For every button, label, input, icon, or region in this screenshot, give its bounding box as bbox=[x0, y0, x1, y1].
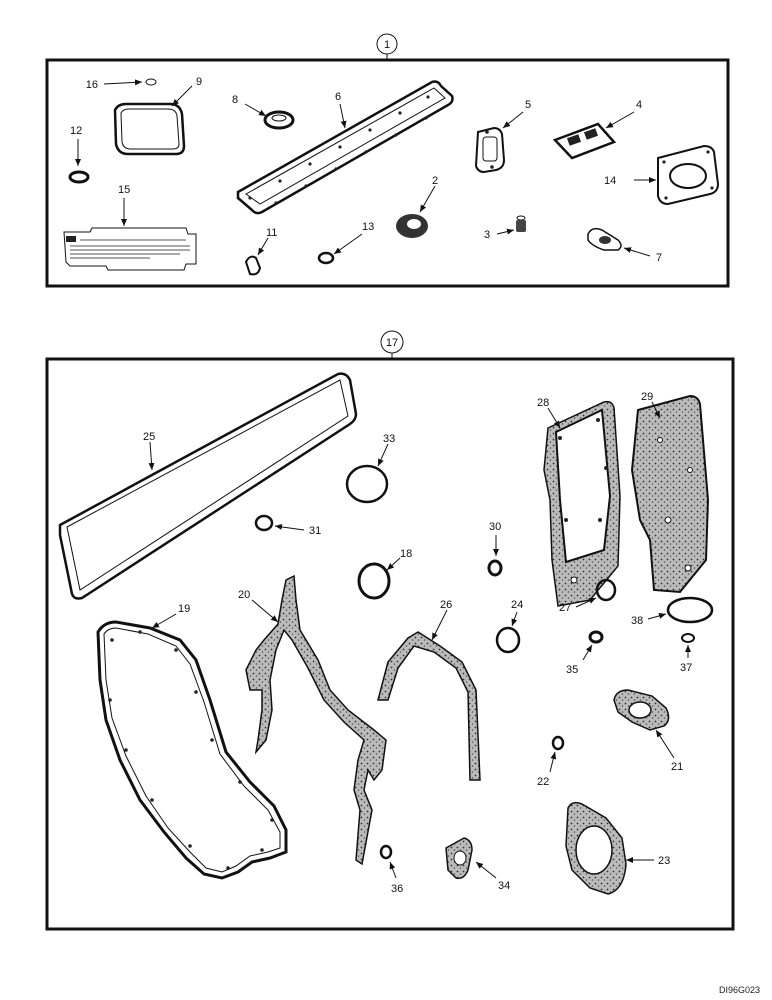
part-21-gasket bbox=[613, 689, 670, 731]
callout-18: 18 bbox=[400, 548, 412, 560]
callout-14: 14 bbox=[604, 175, 616, 187]
part-3-grommet bbox=[516, 215, 526, 232]
callout-13: 13 bbox=[362, 221, 374, 233]
callout-5: 5 bbox=[525, 99, 531, 111]
part-4-gasket bbox=[552, 122, 617, 160]
part-14-gasket bbox=[657, 144, 720, 206]
part-36-o-ring bbox=[379, 844, 393, 860]
callout-7: 7 bbox=[656, 252, 662, 264]
part-9-gasket bbox=[113, 102, 186, 156]
callout-27: 27 bbox=[559, 602, 571, 614]
callout-37: 37 bbox=[680, 662, 692, 674]
callout-4: 4 bbox=[636, 99, 642, 111]
callout-34: 34 bbox=[498, 880, 510, 892]
callout-11: 11 bbox=[266, 227, 277, 239]
part-30-seal bbox=[487, 559, 503, 577]
part-5-gasket bbox=[474, 126, 506, 174]
kit-1-ref: 1 bbox=[384, 39, 390, 51]
part-26-gasket bbox=[377, 631, 481, 781]
part-31-o-ring bbox=[254, 514, 274, 532]
callout-38: 38 bbox=[631, 615, 643, 627]
kit-1-group: 1 16 9 12 15 8 bbox=[45, 33, 730, 288]
kit-17-group: 17 25 33 31 18 30 bbox=[45, 330, 735, 931]
part-7-gasket bbox=[587, 227, 622, 251]
part-13-seal bbox=[317, 251, 335, 265]
callout-35: 35 bbox=[566, 664, 578, 676]
part-16-seal bbox=[145, 78, 157, 86]
kit-17-ref: 17 bbox=[386, 337, 398, 349]
callout-8: 8 bbox=[232, 94, 238, 106]
callout-28: 28 bbox=[537, 397, 549, 409]
part-18-o-ring bbox=[357, 562, 391, 600]
part-23-gasket bbox=[565, 801, 627, 895]
part-38-o-ring bbox=[666, 596, 714, 624]
kit-1-frame bbox=[45, 58, 730, 288]
callout-3: 3 bbox=[484, 229, 490, 241]
callout-21: 21 bbox=[671, 761, 683, 773]
part-27-o-ring bbox=[595, 578, 617, 602]
callout-26: 26 bbox=[440, 599, 452, 611]
callout-23: 23 bbox=[658, 855, 670, 867]
part-22-o-ring bbox=[551, 735, 565, 751]
part-15-instruction-sheet bbox=[63, 227, 197, 271]
callout-22: 22 bbox=[537, 776, 549, 788]
callout-16: 16 bbox=[86, 79, 98, 91]
part-2-seal bbox=[396, 214, 428, 238]
kit-17-frame bbox=[45, 357, 735, 931]
figure-code: DI96G023 bbox=[718, 985, 760, 995]
callout-12: 12 bbox=[70, 125, 82, 137]
part-29-gasket bbox=[630, 394, 710, 594]
callout-24: 24 bbox=[511, 599, 523, 611]
part-37-o-ring bbox=[681, 633, 695, 643]
callout-31: 31 bbox=[309, 525, 321, 537]
callout-9: 9 bbox=[196, 76, 202, 88]
callout-19: 19 bbox=[178, 603, 190, 615]
part-8-seal bbox=[263, 110, 295, 130]
part-20-gasket bbox=[245, 574, 387, 866]
callout-36: 36 bbox=[391, 883, 403, 895]
callout-15: 15 bbox=[118, 184, 130, 196]
callout-6: 6 bbox=[335, 91, 341, 103]
part-35-seal bbox=[588, 630, 604, 644]
part-11-clip bbox=[244, 255, 262, 276]
part-28-gasket bbox=[543, 400, 621, 607]
part-34-gasket bbox=[445, 837, 473, 880]
part-19-gear-cover-gasket bbox=[96, 620, 288, 880]
part-24-o-ring bbox=[495, 626, 521, 654]
callout-29: 29 bbox=[641, 391, 653, 403]
part-12-seal bbox=[68, 170, 90, 184]
callout-30: 30 bbox=[489, 521, 501, 533]
part-6-rocker-gasket bbox=[236, 80, 454, 215]
callout-20: 20 bbox=[238, 589, 250, 601]
part-25-gasket bbox=[58, 372, 358, 600]
callout-2: 2 bbox=[432, 175, 438, 187]
callout-25: 25 bbox=[143, 431, 155, 443]
callout-33: 33 bbox=[383, 433, 395, 445]
part-33-o-ring bbox=[345, 464, 389, 504]
